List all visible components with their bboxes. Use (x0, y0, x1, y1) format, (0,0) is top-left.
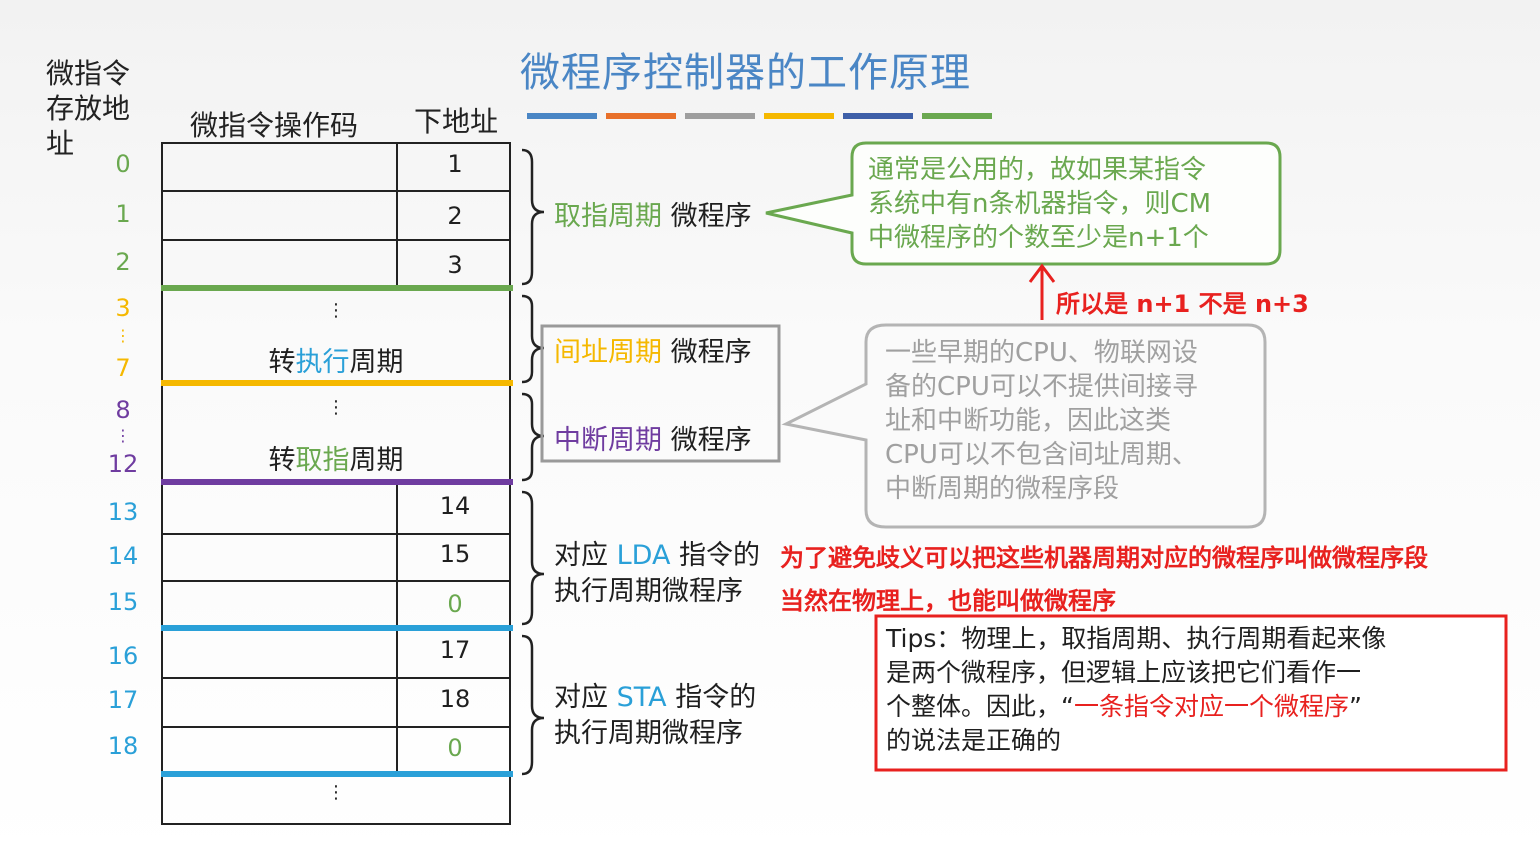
fetch-section-line (161, 285, 513, 291)
red-note-2: 当然在物理上，也能叫做微程序 (780, 587, 1116, 615)
indirect-label: 间址周期 微程序 (554, 337, 752, 368)
addr-16: 16 (107, 642, 139, 670)
addr-7: 7 (115, 354, 131, 382)
table-row-line (161, 580, 511, 582)
table-row-line (161, 677, 511, 679)
title-stripe-3 (685, 113, 755, 119)
jump-to-execute-cell: 转执行周期 (268, 347, 404, 378)
green-bubble-shape (765, 141, 1282, 266)
gray-bubble-text: 一些早期的CPU、物联网设 备的CPU可以不提供间接寻 址和中断功能，因此这类 … (885, 338, 1198, 504)
title-stripe-6 (922, 113, 992, 119)
addr-17: 17 (107, 686, 139, 714)
table-row-line (161, 239, 511, 241)
indirect-interrupt-box (540, 324, 781, 463)
next-addr-cell: 2 (447, 202, 463, 230)
lda-label: 对应 LDA 指令的 执行周期微程序 (554, 540, 761, 607)
jump-to-fetch-cell: 转取指周期 (268, 445, 404, 476)
addr-dots-8-12: ⋮ (115, 426, 131, 445)
next-addr-cell: 14 (439, 492, 471, 520)
addr-15: 15 (107, 588, 139, 616)
tips-box (874, 614, 1508, 772)
addr-8: 8 (115, 396, 131, 424)
cell-dots: ⋮ (327, 300, 345, 321)
next-addr-cell: 3 (447, 251, 463, 279)
next-addr-cell: 15 (439, 540, 471, 568)
fetch-label: 取指周期 微程序 (554, 201, 752, 232)
title-stripe-5 (843, 113, 913, 119)
addr-14: 14 (107, 542, 139, 570)
next-addr-cell: 17 (439, 636, 471, 664)
addr-18: 18 (107, 732, 139, 760)
addr-col-header: 微指令 存放地 址 (46, 57, 131, 160)
table-divider-sta (396, 628, 398, 775)
title-stripe-4 (764, 113, 834, 119)
brace-lda (521, 490, 545, 626)
cell-dots: ⋮ (327, 397, 345, 418)
next-addr-cell: 0 (447, 734, 463, 762)
addr-0: 0 (115, 150, 131, 178)
brace-indirect (521, 294, 545, 384)
table-divider-lda (396, 483, 398, 628)
page-title: 微程序控制器的工作原理 (520, 50, 971, 96)
title-stripe-2 (606, 113, 676, 119)
red-note-1: 为了避免歧义可以把这些机器周期对应的微程序叫做微程序段 (780, 544, 1428, 572)
addr-3: 3 (115, 294, 131, 322)
table-row-line (161, 533, 511, 535)
gray-bubble-shape (781, 323, 1267, 529)
table-row-line (161, 726, 511, 728)
table-divider-top (396, 142, 398, 287)
brace-fetch (521, 148, 545, 286)
sta-section-line (161, 771, 513, 777)
sta-label: 对应 STA 指令的 执行周期微程序 (554, 682, 757, 749)
next-addr-cell: 1 (447, 150, 463, 178)
opcode-col-header: 微指令操作码 (190, 109, 359, 142)
addr-2: 2 (115, 248, 131, 276)
addr-dots-3-7: ⋮ (115, 326, 131, 345)
addr-13: 13 (107, 498, 139, 526)
indirect-section-line (161, 380, 513, 386)
addr-12: 12 (107, 450, 139, 478)
lda-section-line (161, 625, 513, 631)
next-addr-cell: 0 (447, 590, 463, 618)
addr-1: 1 (115, 200, 131, 228)
brace-sta (521, 634, 545, 776)
arrow-note: 所以是 n+1 不是 n+3 (1056, 290, 1309, 318)
interrupt-section-line (161, 479, 513, 485)
interrupt-label: 中断周期 微程序 (554, 425, 752, 456)
title-stripe-1 (527, 113, 597, 119)
next-addr-col-header: 下地址 (414, 105, 499, 138)
next-addr-cell: 18 (439, 685, 471, 713)
table-row-line (161, 190, 511, 192)
red-arrow-head (1028, 263, 1056, 283)
brace-interrupt (521, 392, 545, 482)
tips-text: Tips：物理上，取指周期、执行周期看起来像 是两个微程序，但逻辑上应该把它们看… (886, 624, 1387, 755)
green-bubble-text: 通常是公用的，故如果某指令 系统中有n条机器指令，则CM 中微程序的个数至少是n… (868, 155, 1212, 253)
cell-dots: ⋮ (327, 782, 345, 803)
